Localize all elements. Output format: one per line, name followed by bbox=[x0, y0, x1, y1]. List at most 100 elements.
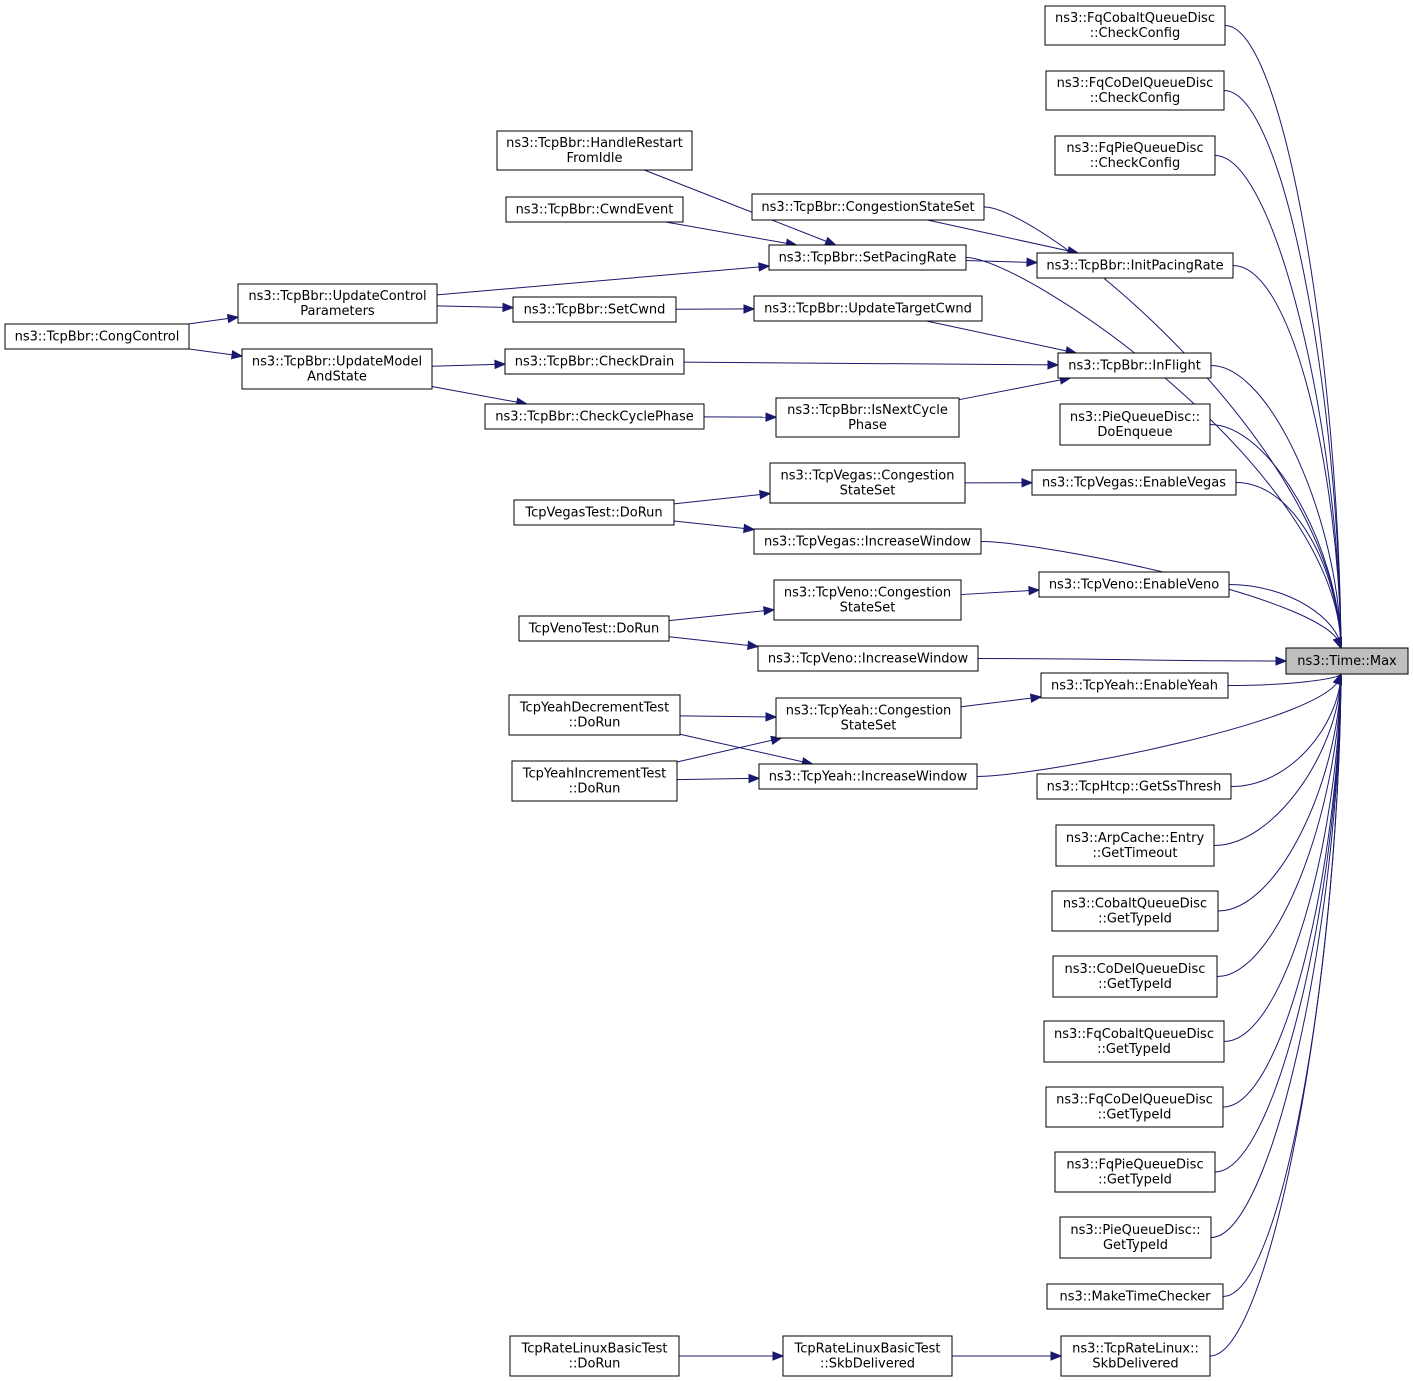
node-yeahdec-dorun[interactable]: TcpYeahDecrementTest::DoRun bbox=[508, 694, 681, 736]
node-bbr-congcontrol[interactable]: ns3::TcpBbr::CongControl bbox=[4, 323, 190, 350]
node-bbr-setpacing[interactable]: ns3::TcpBbr::SetPacingRate bbox=[768, 244, 967, 271]
node-ratetest-skb[interactable]: TcpRateLinuxBasicTest::SkbDelivered bbox=[782, 1335, 953, 1377]
node-arp-gettimeout[interactable]: ns3::ArpCache::Entry::GetTimeout bbox=[1055, 824, 1215, 867]
arrowhead-vegastest-dorun-to-vegas-increase bbox=[743, 523, 756, 534]
node-label-line: ns3::TcpBbr::CheckDrain bbox=[515, 355, 674, 370]
node-cobalt-gettypeid[interactable]: ns3::CobaltQueueDisc::GetTypeId bbox=[1051, 890, 1219, 932]
node-veno-increase[interactable]: ns3::TcpVeno::IncreaseWindow bbox=[757, 645, 979, 672]
node-box bbox=[1059, 403, 1211, 446]
node-label-line: GetTypeId bbox=[1103, 1238, 1168, 1253]
node-bbr-initpacing[interactable]: ns3::TcpBbr::InitPacingRate bbox=[1036, 252, 1234, 279]
node-label-line: ::GetTypeId bbox=[1098, 912, 1172, 927]
node-fqcodel-gettypeid[interactable]: ns3::FqCoDelQueueDisc::GetTypeId bbox=[1045, 1086, 1224, 1128]
arrowhead-ratetest-skb-to-ratelinux-skb bbox=[1050, 1351, 1063, 1361]
node-bbr-checkdrain[interactable]: ns3::TcpBbr::CheckDrain bbox=[504, 348, 685, 375]
node-maketimechecker[interactable]: ns3::MakeTimeChecker bbox=[1046, 1283, 1224, 1310]
node-veno-congstate[interactable]: ns3::TcpVeno::CongestionStateSet bbox=[773, 579, 962, 621]
node-yeah-increase[interactable]: ns3::TcpYeah::IncreaseWindow bbox=[758, 763, 978, 790]
node-yeahinc-dorun[interactable]: TcpYeahIncrementTest::DoRun bbox=[511, 760, 678, 802]
node-label-line: ns3::TcpBbr::HandleRestart bbox=[506, 136, 683, 151]
node-box bbox=[237, 283, 438, 324]
node-box bbox=[504, 348, 685, 375]
node-pie-doenqueue[interactable]: ns3::PieQueueDisc::DoEnqueue bbox=[1059, 403, 1211, 446]
edge-fqcobalt-check-to-max bbox=[1224, 25, 1342, 649]
node-label-line: Phase bbox=[848, 418, 887, 433]
node-box bbox=[751, 193, 985, 221]
node-box bbox=[496, 130, 693, 171]
node-label-line: ns3::TcpBbr::CongestionStateSet bbox=[761, 200, 974, 215]
edge-bbr-updatetarget-to-bbr-inflight bbox=[926, 320, 1077, 354]
node-bbr-updatetarget[interactable]: ns3::TcpBbr::UpdateTargetCwnd bbox=[753, 295, 983, 322]
arrowhead-vegas-congstate-to-vegas-enable bbox=[1021, 477, 1034, 488]
edge-codel-gettypeid-to-max bbox=[1216, 673, 1342, 977]
node-bbr-setcwnd[interactable]: ns3::TcpBbr::SetCwnd bbox=[512, 296, 677, 323]
node-label-line: ns3::TcpYeah::EnableYeah bbox=[1051, 679, 1218, 694]
node-ratetest-dorun[interactable]: TcpRateLinuxBasicTest::DoRun bbox=[509, 1335, 680, 1377]
node-yeah-enable[interactable]: ns3::TcpYeah::EnableYeah bbox=[1040, 672, 1229, 699]
node-label-line: ns3::FqCobaltQueueDisc bbox=[1054, 1027, 1214, 1042]
edge-yeahdec-dorun-to-yeah-congstate bbox=[679, 715, 777, 718]
node-fqpie-gettypeid[interactable]: ns3::FqPieQueueDisc::GetTypeId bbox=[1054, 1151, 1216, 1193]
node-bbr-checkcycle[interactable]: ns3::TcpBbr::CheckCyclePhase bbox=[484, 403, 705, 430]
arrowhead-yeahdec-dorun-to-yeah-congstate bbox=[765, 712, 778, 722]
node-box bbox=[1044, 5, 1226, 46]
node-bbr-congstateset[interactable]: ns3::TcpBbr::CongestionStateSet bbox=[751, 193, 985, 221]
node-yeah-congstate[interactable]: ns3::TcpYeah::CongestionStateSet bbox=[775, 697, 962, 739]
node-label-line: ns3::TcpBbr::CheckCyclePhase bbox=[495, 410, 694, 425]
arrowhead-bbr-setcwnd-to-bbr-updatetarget bbox=[743, 304, 756, 314]
node-pie-gettypeid[interactable]: ns3::PieQueueDisc::GetTypeId bbox=[1059, 1216, 1212, 1259]
node-box bbox=[1040, 672, 1229, 699]
node-label-line: ::GetTimeout bbox=[1092, 846, 1177, 861]
node-bbr-inflight[interactable]: ns3::TcpBbr::InFlight bbox=[1057, 352, 1212, 379]
node-box bbox=[1045, 1086, 1224, 1128]
node-fqcobalt-gettypeid[interactable]: ns3::FqCobaltQueueDisc::GetTypeId bbox=[1043, 1020, 1225, 1063]
node-fqcodel-check[interactable]: ns3::FqCoDelQueueDisc::CheckConfig bbox=[1045, 70, 1225, 111]
node-label-line: ::CheckConfig bbox=[1090, 91, 1180, 106]
node-label-line: ns3::TcpBbr::InitPacingRate bbox=[1046, 259, 1223, 274]
arrowhead-yeah-congstate-to-yeah-enable bbox=[1030, 693, 1043, 703]
node-vegastest-dorun[interactable]: TcpVegasTest::DoRun bbox=[513, 499, 675, 526]
node-box bbox=[1060, 1335, 1211, 1377]
arrowhead-ratelinux-skb-to-max bbox=[1333, 672, 1343, 686]
arrowhead-venotest-dorun-to-veno-increase bbox=[747, 640, 760, 651]
node-fqcobalt-check[interactable]: ns3::FqCobaltQueueDisc::CheckConfig bbox=[1044, 5, 1226, 46]
node-label-line: ns3::CobaltQueueDisc bbox=[1063, 897, 1207, 912]
node-label-line: ::CheckConfig bbox=[1090, 26, 1180, 41]
node-veno-enable[interactable]: ns3::TcpVeno::EnableVeno bbox=[1038, 571, 1230, 598]
arrowhead-bbr-congcontrol-to-bbr-updatecontrol bbox=[226, 313, 240, 324]
node-label-line: ns3::TcpBbr::SetCwnd bbox=[524, 303, 666, 318]
node-box bbox=[753, 528, 982, 555]
arrowhead-bbr-checkdrain-to-bbr-inflight bbox=[1047, 360, 1060, 370]
edge-fqcobalt-gettypeid-to-max bbox=[1223, 673, 1342, 1042]
node-venotest-dorun[interactable]: TcpVenoTest::DoRun bbox=[518, 615, 670, 642]
node-box bbox=[768, 244, 967, 271]
node-box bbox=[518, 615, 670, 642]
node-max[interactable]: ns3::Time::Max bbox=[1285, 647, 1409, 675]
node-vegas-congstate[interactable]: ns3::TcpVegas::CongestionStateSet bbox=[769, 462, 966, 504]
node-vegas-increase[interactable]: ns3::TcpVegas::IncreaseWindow bbox=[753, 528, 982, 555]
node-box bbox=[4, 323, 190, 350]
node-box bbox=[773, 579, 962, 621]
node-fqpie-check[interactable]: ns3::FqPieQueueDisc::CheckConfig bbox=[1054, 135, 1216, 176]
edge-veno-congstate-to-veno-enable bbox=[960, 589, 1040, 596]
node-label-line: ns3::TcpBbr::UpdateModel bbox=[252, 355, 422, 370]
node-codel-gettypeid[interactable]: ns3::CoDelQueueDisc::GetTypeId bbox=[1052, 955, 1218, 998]
arrowhead-ratetest-dorun-to-ratetest-skb bbox=[772, 1351, 785, 1361]
node-label-line: ::GetTypeId bbox=[1098, 977, 1172, 992]
node-box bbox=[1031, 469, 1237, 496]
node-box bbox=[775, 397, 960, 438]
edge-veno-increase-to-max bbox=[977, 658, 1278, 662]
node-vegas-enable[interactable]: ns3::TcpVegas::EnableVegas bbox=[1031, 469, 1237, 496]
node-label-line: ns3::MakeTimeChecker bbox=[1060, 1290, 1212, 1305]
node-label-line: FromIdle bbox=[567, 151, 623, 166]
node-bbr-cwndevent[interactable]: ns3::TcpBbr::CwndEvent bbox=[505, 196, 684, 223]
edge-bbr-inflight-to-max bbox=[1210, 365, 1342, 649]
node-label-line: ns3::FqCoDelQueueDisc bbox=[1056, 1093, 1213, 1108]
edge-venotest-dorun-to-veno-congstate bbox=[668, 609, 775, 622]
node-htcp-getssthresh[interactable]: ns3::TcpHtcp::GetSsThresh bbox=[1036, 773, 1232, 800]
node-ratelinux-skb[interactable]: ns3::TcpRateLinux::SkbDelivered bbox=[1060, 1335, 1211, 1377]
